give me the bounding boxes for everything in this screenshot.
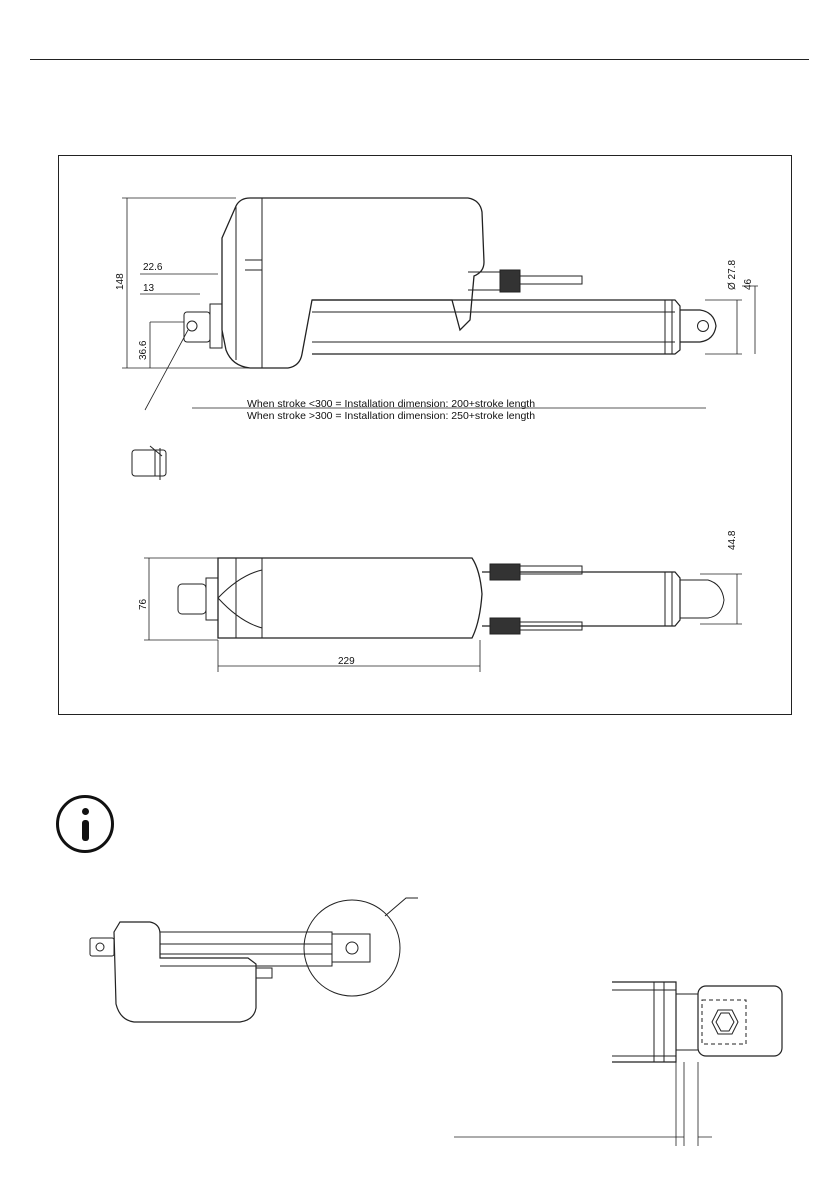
dim-rod-height: 46	[743, 278, 754, 290]
dim-offset-a: 22.6	[143, 262, 163, 273]
info-icon	[56, 795, 114, 853]
dim-width: 76	[138, 598, 149, 610]
info-icon-dot	[82, 808, 89, 815]
actuator-top-view	[178, 558, 724, 638]
note-stroke-over-300: When stroke >300 = Installation dimensio…	[247, 410, 535, 422]
dim-body-length: 229	[338, 656, 355, 667]
dim-rod-width: 44.8	[727, 530, 738, 550]
dim-offset-b: 13	[143, 283, 155, 294]
dim-height-total: 148	[115, 273, 126, 290]
actuator-side-view	[184, 198, 716, 368]
note-stroke-under-300: When stroke <300 = Installation dimensio…	[247, 398, 535, 410]
dim-eye-height: 36.6	[138, 340, 149, 360]
info-icon-bar	[82, 820, 89, 841]
actuator-orientation-sketch	[90, 898, 418, 1022]
dim-rod-eye-diameter: Ø 27.8	[727, 260, 738, 290]
rod-end-detail	[454, 982, 782, 1146]
clevis-detail	[132, 446, 166, 480]
bottom-view-dimension-lines	[144, 558, 742, 672]
